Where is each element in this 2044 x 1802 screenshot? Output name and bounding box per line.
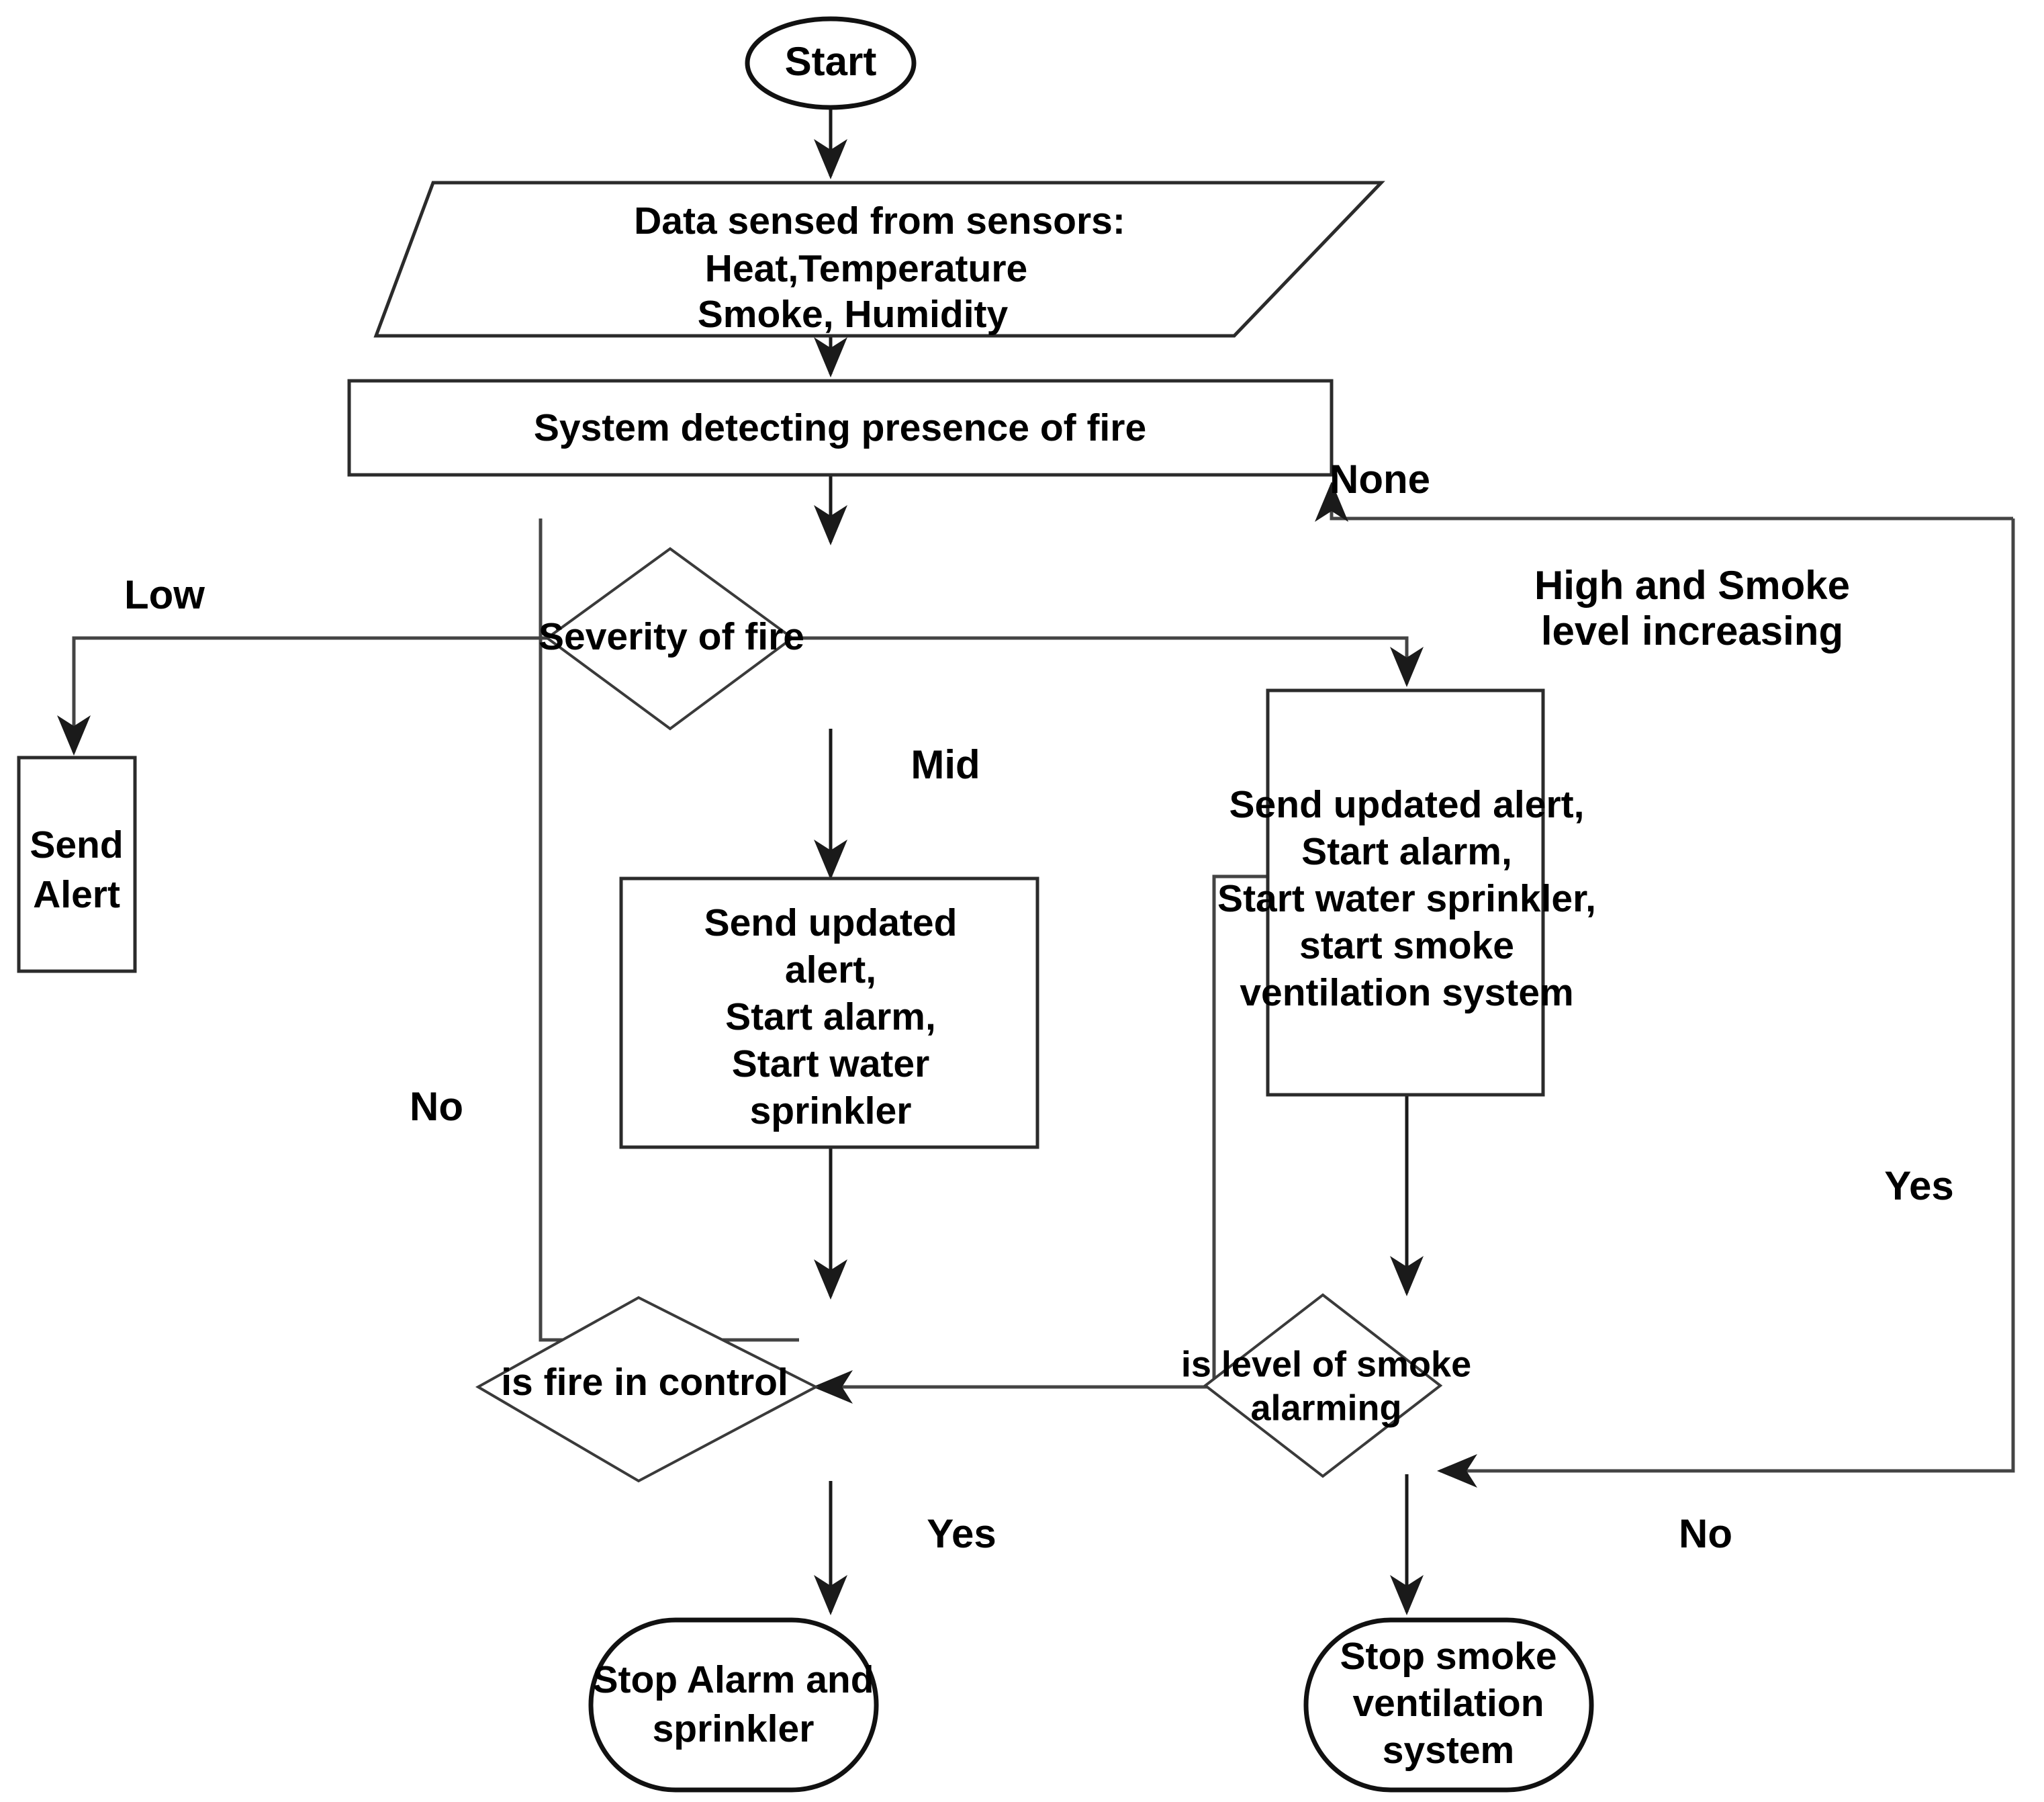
node-severity-label: Severity of fire [539,615,804,658]
node-sensor-input-line2: Heat,Temperature [705,247,1027,290]
node-send-alert-line2: Alert [33,873,120,916]
edge-label-low: Low [124,572,205,617]
node-fire-in-control-label: is fire in control [501,1361,788,1404]
node-detect-fire-label: System detecting presence of fire [534,406,1146,449]
node-stop-alarm-line2: sprinkler [653,1707,815,1750]
node-smoke-alarming[interactable] [1203,1293,1443,1478]
node-stop-smoke-line2: ventilation [1352,1682,1544,1725]
edge-low-to-send-alert [57,636,547,756]
node-high-action-line4: start smoke [1299,924,1514,967]
edge-none-loop [1315,482,2013,522]
node-stop-alarm[interactable] [588,1617,879,1793]
node-start-label: Start [785,39,877,84]
node-mid-action-line1: Send updated [704,901,958,944]
node-mid-action-line3: Start alarm, [725,995,936,1038]
edge-highaction-to-control [812,874,1268,1404]
node-fire-in-control[interactable] [475,1296,819,1483]
node-stop-smoke-line3: system [1383,1729,1514,1772]
edge-yes-smoke-loop [1437,519,2015,1488]
node-start[interactable] [745,16,917,110]
node-send-alert-line1: Send [30,823,123,866]
edge-label-yes-left: Yes [927,1511,996,1556]
edge-label-mid: Mid [911,742,980,787]
node-sensor-input-line1: Data sensed from sensors: [634,199,1125,242]
edge-high-to-action [792,636,1424,687]
node-mid-action-line5: sprinkler [750,1089,912,1132]
node-high-action-line3: Start water sprinkler, [1217,877,1596,920]
node-smoke-alarming-line1: is level of smoke [1181,1344,1471,1384]
edge-label-no-right: No [1679,1511,1732,1556]
node-detect-fire[interactable] [347,379,1334,477]
node-high-action-line5: ventilation system [1240,971,1573,1014]
node-sensor-input-line3: Smoke, Humidity [698,293,1009,336]
node-high-action[interactable] [1266,688,1545,1097]
edge-label-none: None [1330,457,1430,502]
edge-label-high-smoke-line2: level increasing [1541,609,1843,654]
node-stop-smoke-line1: Stop smoke [1340,1635,1557,1678]
node-mid-action[interactable] [619,876,1039,1149]
edge-label-no-left: No [410,1084,463,1129]
node-stop-alarm-line1: Stop Alarm and [592,1658,874,1701]
edge-label-yes-right: Yes [1884,1163,1953,1208]
node-mid-action-line4: Start water [732,1042,930,1085]
node-smoke-alarming-line2: alarming [1250,1388,1401,1428]
node-high-action-line2: Start alarm, [1301,830,1512,873]
edge-label-high-smoke-line1: High and Smoke [1534,563,1850,608]
node-severity[interactable] [545,547,795,731]
node-sensor-input[interactable] [373,181,1385,338]
node-stop-smoke[interactable] [1303,1617,1594,1793]
node-send-alert[interactable] [17,756,137,973]
node-mid-action-line2: alert, [785,948,876,991]
node-high-action-line1: Send updated alert, [1229,783,1585,826]
